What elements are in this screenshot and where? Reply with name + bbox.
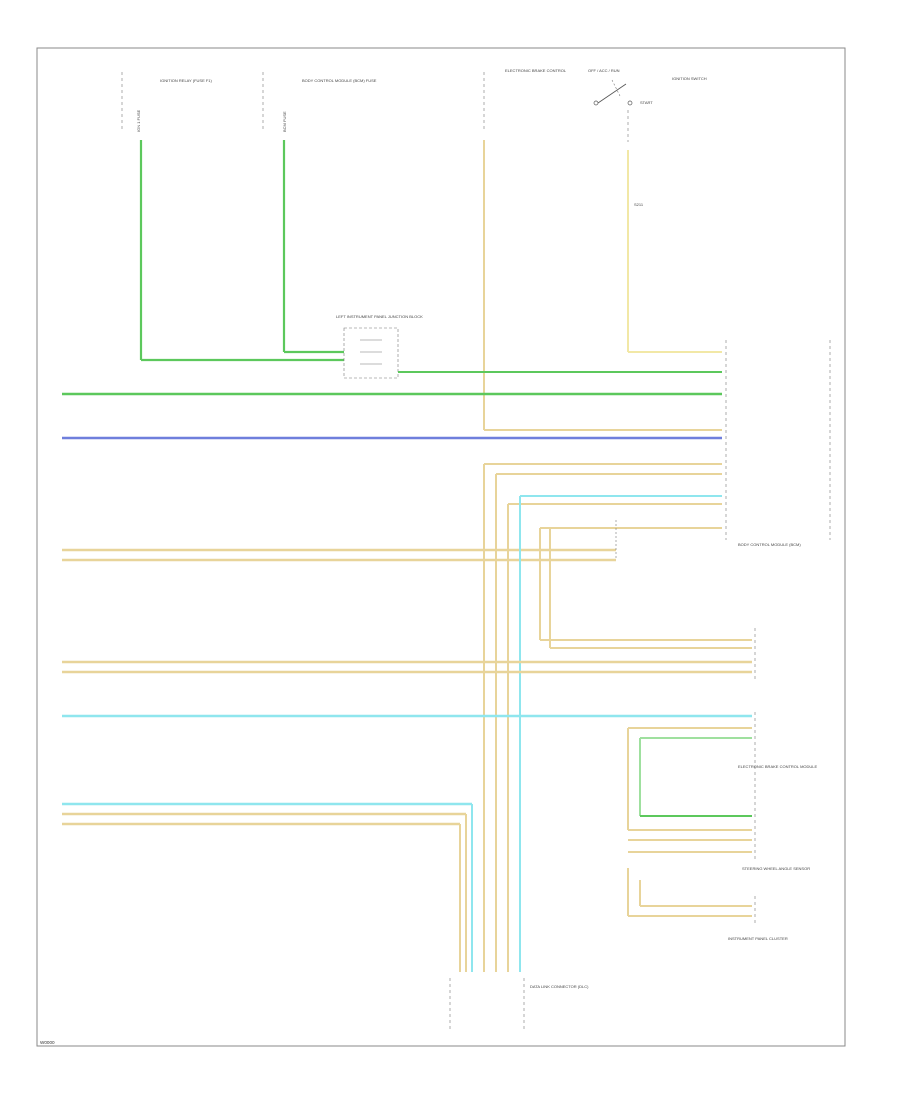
top-label-group-1: IGN 1 FUSE IGNITION RELAY (FUSE F1) — [121, 72, 213, 132]
junction-block-label: LEFT INSTRUMENT PANEL JUNCTION BLOCK — [336, 314, 423, 319]
module-4-label: INSTRUMENT PANEL CLUSTER — [728, 936, 788, 941]
dlc-connector: DATA LINK CONNECTOR (DLC) — [449, 978, 589, 1030]
svg-text:BCM FUSE: BCM FUSE — [282, 111, 287, 132]
footer-code: W0000 — [40, 1040, 55, 1045]
bottom-connector-label: DATA LINK CONNECTOR (DLC) — [530, 984, 589, 989]
junction-block: LEFT INSTRUMENT PANEL JUNCTION BLOCK — [336, 314, 423, 379]
switch-position-1: OFF / ACC / RUN — [588, 68, 620, 73]
ignition-switch-symbol: OFF / ACC / RUN START IGNITION SWITCH — [588, 68, 707, 142]
top-label-1: IGNITION RELAY (FUSE F1) — [160, 78, 213, 83]
ebcm-connector: ELECTRONIC BRAKE CONTROL MODULE — [627, 712, 818, 862]
steering-sensor-connector: STEERING WHEEL ANGLE SENSOR INSTRUMENT P… — [627, 866, 810, 941]
svg-text:IGN 1 FUSE: IGN 1 FUSE — [136, 109, 141, 132]
top-label-2: BODY CONTROL MODULE (BCM) FUSE — [302, 78, 377, 83]
module-3-label: STEERING WHEEL ANGLE SENSOR — [742, 866, 810, 871]
diagram-frame — [36, 47, 846, 1047]
module-2-label: ELECTRONIC BRAKE CONTROL MODULE — [738, 764, 818, 769]
module-1-label: BODY CONTROL MODULE (BCM) — [738, 542, 801, 547]
splice-label: S211 — [634, 202, 644, 207]
top-label-group-2: BCM FUSE BODY CONTROL MODULE (BCM) FUSE — [262, 72, 377, 132]
top-label-3: ELECTRONIC BRAKE CONTROL — [505, 68, 567, 73]
ignition-switch-label: IGNITION SWITCH — [672, 76, 707, 81]
top-label-group-3: ELECTRONIC BRAKE CONTROL — [483, 68, 567, 132]
bcm-connector: BODY CONTROL MODULE (BCM) — [725, 340, 831, 547]
switch-position-2: START — [640, 100, 653, 105]
